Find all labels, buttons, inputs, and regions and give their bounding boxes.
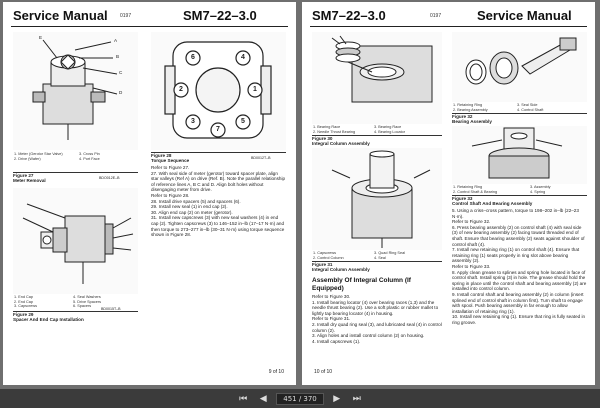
figure-28-label: Figure 28	[151, 153, 172, 158]
right-page-left-instructions: Refer to Figure 30. 1. Install bearing l…	[312, 294, 442, 344]
viewer-toolbar: ⏮ ◀ 451 / 370 ▶ ⏭	[0, 389, 600, 408]
figure-31-legend-col1: 1. Capscrews 2. Control Column	[313, 251, 344, 260]
figure-30-label: Figure 30	[312, 136, 333, 141]
bolt-2: 2	[179, 86, 183, 93]
figure-27-legend-col1: 1. Meter (Gerotor Star Valve) 2. Drive (…	[14, 152, 63, 161]
figure-29-title: Spacer And End Cap Installation	[13, 317, 84, 322]
bolt-1: 1	[253, 86, 257, 93]
callout-d: D	[119, 90, 123, 95]
figure-27-ref: BDO012E–B	[99, 176, 120, 180]
bolt-6: 6	[191, 54, 195, 61]
figure-31-illustration	[312, 148, 442, 250]
figure-32-label: Figure 32	[452, 114, 473, 119]
figure-32-title: Bearing Assembly	[452, 119, 492, 124]
manual-page-left: Service Manual 0197 SM7–22–3.0 A B	[3, 2, 296, 385]
callout-b: B	[116, 54, 120, 59]
figure-33-illustration	[452, 126, 587, 184]
figure-30-legend-col1: 1. Bearing Race 2. Needle Thrust Bearing	[313, 125, 356, 134]
figure-27-legend-col2: 3. Cross Pin 4. Port Face	[79, 152, 100, 161]
page-number: 10 of 10	[314, 369, 333, 375]
figure-33-legend-col1: 1. Retaining Ring 2. Control Shaft & Bea…	[453, 185, 498, 194]
figure-31-legend-col2: 3. Quad Ring Seal 4. Seal	[374, 251, 406, 260]
figure-29-legend-col1: 1. End Cap 2. End Cap 3. Capscrews	[14, 295, 38, 309]
figure-32-legend-col1: 1. Retaining Ring 2. Bearing Assembly	[453, 103, 488, 112]
bolt-5: 5	[241, 118, 245, 125]
page-indicator[interactable]: 451 / 370	[276, 392, 324, 405]
doc-code: 0197	[430, 13, 442, 19]
figure-29-legend-col2: 4. Seal Washers 5. Drive Spacers 6. Spac…	[73, 295, 102, 309]
figure-27-title: Meter Removal	[13, 178, 46, 183]
next-page-icon[interactable]: ▶	[333, 393, 341, 404]
figure-33-label: Figure 33	[452, 196, 473, 201]
left-page-instructions: Refer to Figure 27. 27. With seal side o…	[151, 165, 286, 238]
figure-30-legend-col2: 3. Bearing Race 4. Bearing Locator	[374, 125, 406, 134]
first-page-icon[interactable]: ⏮	[239, 393, 248, 404]
model-number: SM7–22–3.0	[183, 8, 257, 23]
doc-code: 0197	[120, 13, 132, 19]
callout-c: C	[119, 70, 123, 75]
previous-page-icon[interactable]: ◀	[259, 393, 267, 404]
bolt-3: 3	[191, 118, 195, 125]
figure-31-label: Figure 31	[312, 262, 333, 267]
section-heading: Assembly Of Integral Column (If Equipped…	[312, 277, 411, 292]
bolt-4: 4	[241, 54, 245, 61]
figure-30-title: Integral Column Assembly	[312, 141, 370, 146]
page-title: Service Manual	[477, 8, 572, 23]
header-rule	[11, 26, 288, 28]
figure-29-ref: BD0015T–B	[101, 307, 121, 311]
figure-33-legend-col2: 3. Assembly 4. Spring	[530, 185, 551, 194]
figure-32-legend-col2: 3. Seal Side 4. Control Shaft	[517, 103, 544, 112]
manual-page-right: SM7–22–3.0 0197 Service Manual 1. Bearin…	[302, 2, 595, 385]
figure-28-ref: BD0012T–B	[251, 156, 271, 160]
callout-e: E	[39, 35, 43, 40]
figure-28-title: Torque Sequence	[151, 158, 190, 163]
model-number: SM7–22–3.0	[312, 8, 386, 23]
figure-27-label: Figure 27	[13, 173, 34, 178]
figure-29-label: Figure 29	[13, 312, 34, 317]
page-number: 9 of 10	[268, 369, 284, 375]
figure-32-illustration	[452, 32, 587, 102]
figure-28-illustration: 6 4 2 1 3 5 7	[151, 32, 286, 150]
callout-a: A	[114, 38, 118, 43]
last-page-icon[interactable]: ⏭	[352, 393, 361, 404]
figure-27-illustration: A B C D E	[13, 32, 138, 150]
figure-29-illustration	[13, 188, 138, 294]
right-page-right-instructions: 5. Using a criss–cross pattern, torque t…	[452, 208, 587, 325]
figure-30-illustration	[312, 32, 442, 124]
bolt-7: 7	[216, 126, 220, 133]
header-rule	[310, 26, 587, 28]
page-title: Service Manual	[13, 8, 108, 23]
figure-31-title: Integral Column Assembly	[312, 267, 370, 272]
figure-33-title: Control Shaft And Bearing Assembly	[452, 201, 533, 206]
